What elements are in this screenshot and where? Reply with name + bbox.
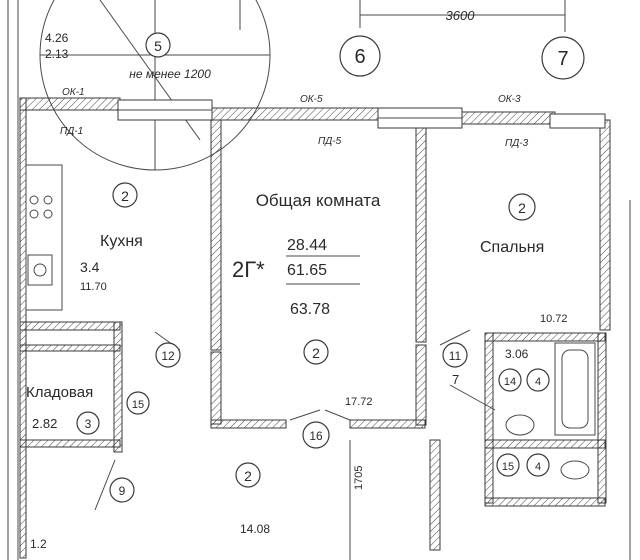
storage-circle-2-label: 3 — [85, 417, 92, 431]
window-pd3: ПД-3 — [505, 138, 529, 149]
storage-name: Кладовая — [26, 384, 93, 401]
top-left-area-b: 2.13 — [45, 47, 69, 61]
apartment-type: 2Г* — [232, 257, 265, 282]
circle-5-label: 5 — [154, 38, 162, 54]
window-ok1: ОК-1 — [62, 87, 85, 98]
hall-circle-label: 2 — [244, 468, 252, 484]
wc-circle-a — [496, 453, 520, 477]
door-16-label: 16 — [309, 429, 323, 443]
wc-circle-b-label: 4 — [535, 461, 541, 473]
axis-6-label: 6 — [354, 46, 365, 68]
bathroom-fixtures — [505, 342, 596, 480]
circle-5 — [145, 32, 171, 58]
bath-circle-b — [526, 368, 550, 392]
hall-area: 14.08 — [240, 522, 270, 536]
storage-area: 2.82 — [32, 416, 57, 431]
door-9-bubble — [109, 477, 135, 503]
bottom-left-label: 1.2 — [30, 537, 47, 551]
storage-circle — [126, 391, 150, 415]
bath-circle-b-label: 4 — [535, 376, 541, 388]
window-pd5: ПД-5 — [318, 136, 342, 147]
living-room-name: Общая комната — [256, 191, 381, 210]
bedroom-area: 10.72 — [540, 313, 568, 325]
bath-circle-a — [498, 368, 522, 392]
clearance-note: не менее 1200 — [129, 67, 211, 81]
axis-7-bubble — [541, 36, 585, 80]
kitchen-area-2: 11.70 — [80, 281, 107, 293]
kitchen-circle-label: 2 — [121, 188, 129, 204]
hall-dim-vertical: 1705 — [353, 466, 365, 490]
kitchen-appliances — [25, 164, 63, 311]
walls — [19, 97, 611, 559]
dimension-top: 3600 — [446, 8, 476, 23]
wc-circle-a-label: 15 — [502, 461, 514, 473]
hall-circle — [235, 462, 261, 488]
door-11-label: 11 — [449, 349, 462, 363]
living-area: 28.44 — [287, 237, 327, 254]
living-corner-area: 17.72 — [345, 396, 373, 408]
top-left-area-a: 4.26 — [45, 31, 69, 45]
door-7-label: 7 — [452, 372, 459, 387]
windows — [117, 99, 606, 129]
living-circle-bottom — [303, 339, 329, 365]
bedroom-circle — [508, 193, 536, 221]
wc-circle-b — [526, 453, 550, 477]
dimension-lines — [7, 0, 631, 560]
window-pd1: ПД-1 — [60, 126, 83, 137]
axis-6-bubble — [339, 35, 381, 77]
bedroom-circle-label: 2 — [518, 200, 526, 216]
storage-circle-2 — [76, 411, 100, 435]
living-circle-bottom-label: 2 — [312, 345, 320, 361]
door-swing-arcs — [39, 0, 271, 171]
window-ok5: ОК-5 — [300, 94, 323, 105]
kitchen-area: 3.4 — [80, 259, 100, 275]
bath-circle-a-label: 14 — [504, 376, 516, 388]
door-12-bubble — [155, 342, 181, 368]
total-area: 61.65 — [287, 262, 327, 279]
kitchen-name: Кухня — [100, 233, 143, 250]
bedroom-name: Спальня — [480, 239, 544, 256]
storage-circle-label: 15 — [132, 399, 144, 411]
kitchen-circle — [112, 182, 138, 208]
door-12-label: 12 — [161, 349, 175, 363]
window-ok3: ОК-3 — [498, 94, 521, 105]
door-9-label: 9 — [119, 484, 126, 498]
axis-7-label: 7 — [557, 48, 568, 70]
total-area-balcony: 63.78 — [290, 301, 330, 318]
door-16-bubble — [302, 421, 330, 449]
bath-area: 3.06 — [505, 347, 529, 361]
door-11-bubble — [442, 342, 468, 368]
